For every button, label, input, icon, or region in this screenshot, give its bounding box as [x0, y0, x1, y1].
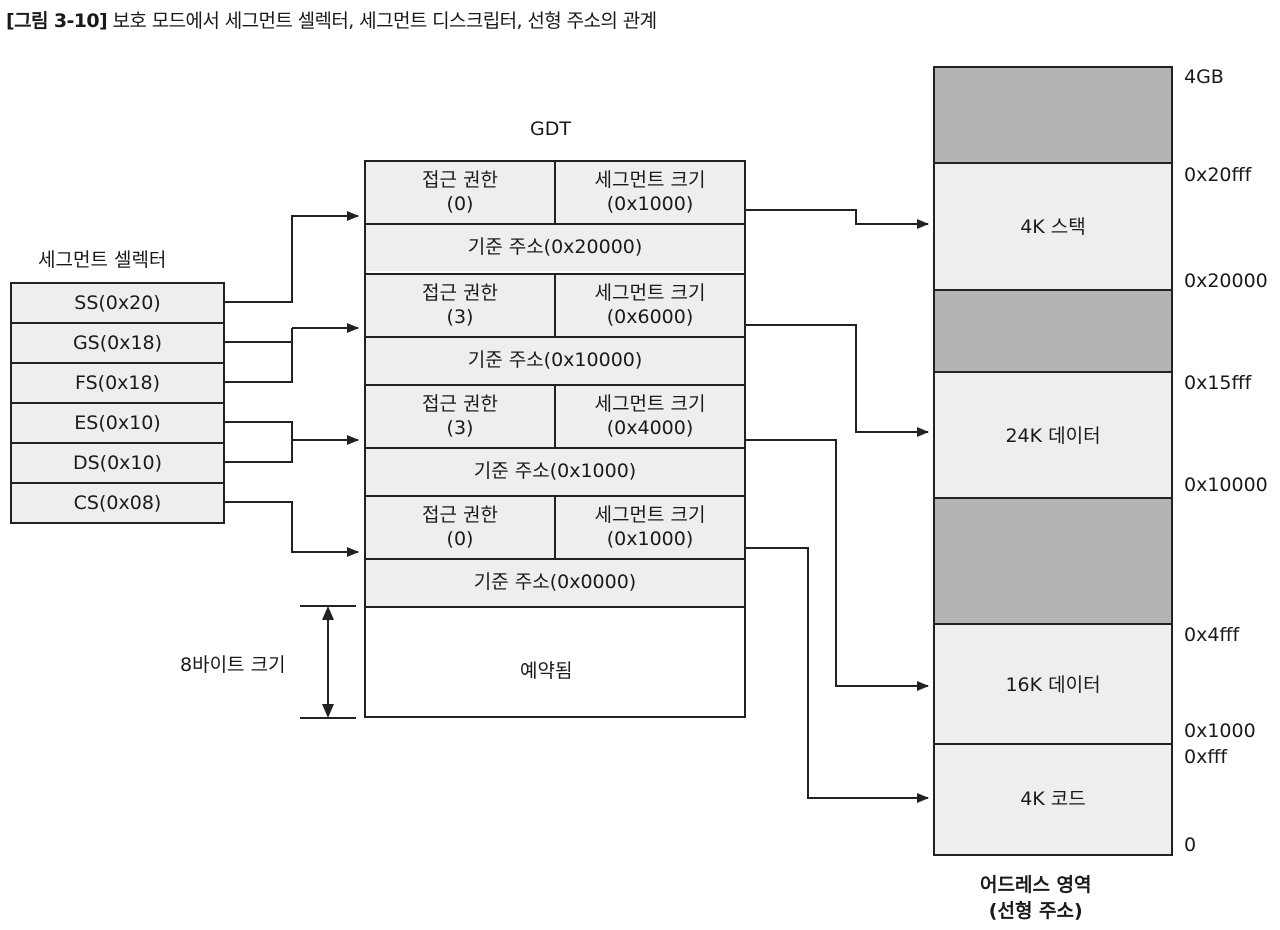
address-label: 0xfff	[1184, 746, 1228, 768]
access-cell: 접근 권한(3)	[366, 386, 556, 447]
figure-number: [그림 3-10]	[6, 10, 108, 32]
code-region: 4K 코드	[935, 745, 1171, 854]
selector-title: 세그먼트 셀렉터	[38, 249, 167, 271]
address-label: 0x4fff	[1184, 624, 1240, 646]
access-cell: 접근 권한(0)	[366, 162, 556, 223]
access-cell: 접근 권한(3)	[366, 275, 556, 336]
base-address-cell: 기준 주소(0x20000)	[366, 225, 744, 271]
address-label: 0	[1184, 834, 1197, 856]
address-label: 0x20fff	[1184, 164, 1252, 186]
address-label: 0x20000	[1184, 270, 1268, 292]
unused-region	[935, 499, 1171, 625]
address-label: 0x1000	[1184, 720, 1256, 742]
address-space-title: 어드레스 영역(선형 주소)	[980, 874, 1092, 922]
data16-segment-arrow	[746, 439, 929, 691]
size-cell: 세그먼트 크기(0x1000)	[594, 504, 706, 550]
selector-es: ES(0x10)	[12, 404, 223, 444]
selector-gs: GS(0x18)	[12, 324, 223, 364]
descriptor-code: 접근 권한(0) 세그먼트 크기(0x1000) 기준 주소(0x0000)	[366, 495, 744, 606]
descriptor-data16: 접근 권한(3) 세그먼트 크기(0x4000) 기준 주소(0x1000)	[366, 384, 744, 495]
selector-fs: FS(0x18)	[12, 364, 223, 404]
size-cell: 세그먼트 크기(0x6000)	[594, 282, 706, 328]
descriptor-stack: 접근 권한(0) 세그먼트 크기(0x1000) 기준 주소(0x20000)	[366, 162, 744, 271]
gs-fs-to-gdt-arrow	[225, 328, 358, 383]
unused-region	[935, 291, 1171, 373]
base-address-cell: 기준 주소(0x1000)	[366, 449, 744, 495]
base-address-cell: 기준 주소(0x10000)	[366, 338, 744, 384]
address-label: 0x10000	[1184, 474, 1268, 496]
size-cell: 세그먼트 크기(0x4000)	[594, 393, 706, 439]
reserved-label: 예약됨	[514, 656, 579, 683]
selector-cs: CS(0x08)	[12, 484, 223, 524]
code-segment-arrow	[746, 547, 929, 803]
data24-segment-arrow	[746, 324, 929, 437]
data16-region: 16K 데이터	[935, 625, 1171, 745]
es-ds-to-gdt-arrow	[225, 421, 358, 463]
selector-ss: SS(0x20)	[12, 284, 223, 324]
descriptor-reserved	[366, 606, 744, 716]
ss-to-gdt-arrow	[225, 211, 359, 303]
selector-ds: DS(0x10)	[12, 444, 223, 484]
size-cell: 세그먼트 크기(0x1000)	[594, 169, 706, 215]
size-dimension-line	[300, 605, 356, 719]
gdt-table: 접근 권한(0) 세그먼트 크기(0x1000) 기준 주소(0x20000) …	[364, 160, 746, 718]
figure-title: 보호 모드에서 세그먼트 셀렉터, 세그먼트 디스크립터, 선형 주소의 관계	[112, 10, 658, 32]
address-space: 4K 스택 24K 데이터 16K 데이터 4K 코드	[933, 66, 1173, 856]
gdt-title: GDT	[530, 118, 571, 140]
cs-to-gdt-arrow	[225, 501, 359, 557]
figure-caption: [그림 3-10] 보호 모드에서 세그먼트 셀렉터, 세그먼트 디스크립터, …	[6, 6, 658, 33]
data24-region: 24K 데이터	[935, 373, 1171, 499]
unused-region	[935, 68, 1171, 164]
stack-segment-arrow	[746, 209, 929, 229]
descriptor-data24: 접근 권한(3) 세그먼트 크기(0x6000) 기준 주소(0x10000)	[366, 273, 744, 384]
size-note: 8바이트 크기	[180, 654, 286, 676]
address-label: 4GB	[1184, 66, 1224, 88]
access-cell: 접근 권한(0)	[366, 497, 556, 558]
stack-region: 4K 스택	[935, 164, 1171, 291]
base-address-cell: 기준 주소(0x0000)	[366, 560, 744, 606]
selector-list: SS(0x20) GS(0x18) FS(0x18) ES(0x10) DS(0…	[10, 282, 225, 524]
address-label: 0x15fff	[1184, 372, 1252, 394]
